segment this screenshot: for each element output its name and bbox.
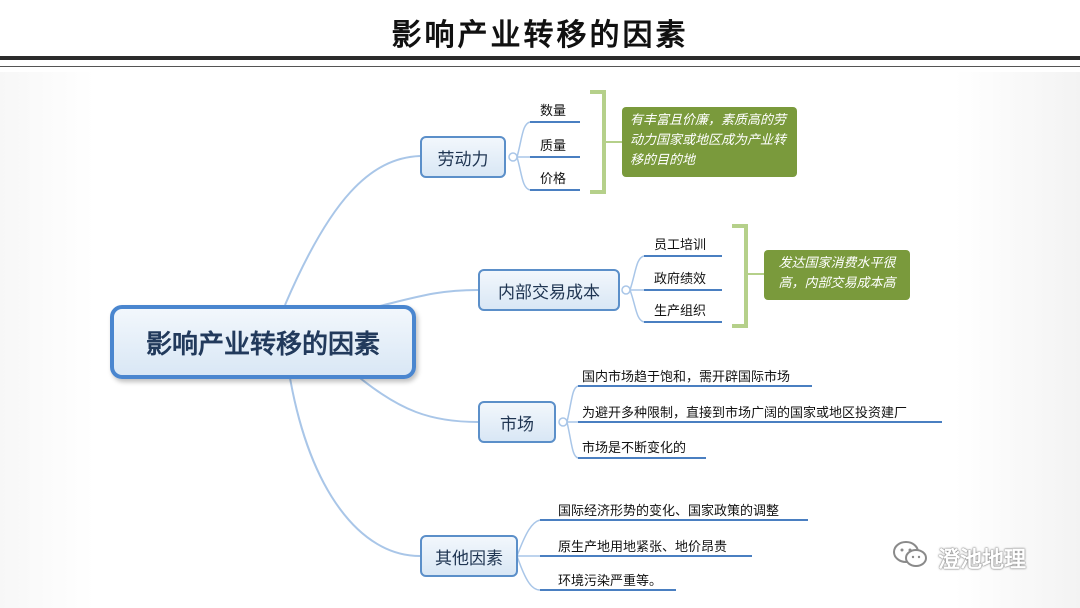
- leaf-market-saturation[interactable]: 国内市场趋于饱和，需开辟国际市场: [582, 370, 791, 385]
- wechat-icon: [892, 540, 928, 576]
- branch-node-labor[interactable]: 劳动力: [420, 136, 506, 178]
- watermark: 澄池地理: [892, 540, 1026, 576]
- leaf-other-pollution[interactable]: 环境污染严重等。: [558, 574, 663, 589]
- leaf-market-invest[interactable]: 为避开多种限制，直接到市场广阔的国家或地区投资建厂: [582, 406, 908, 421]
- expander-labor: [508, 152, 518, 162]
- leaf-market-changing[interactable]: 市场是不断变化的: [582, 441, 687, 456]
- connector-center-market: [359, 377, 479, 423]
- watermark-text: 澄池地理: [938, 548, 1027, 573]
- branch-label-other: 其他因素: [435, 548, 503, 569]
- expander-cost: [621, 285, 631, 295]
- branch-node-transaction-cost[interactable]: 内部交易成本: [478, 269, 620, 311]
- leaf-cost-government[interactable]: 政府绩效: [654, 272, 707, 287]
- title-rule-thin: [0, 66, 1080, 67]
- branch-label-labor: 劳动力: [437, 149, 489, 170]
- leaf-other-land[interactable]: 原生产地用地紧张、地价昂贵: [558, 540, 728, 555]
- leaf-cost-production[interactable]: 生产组织: [654, 304, 707, 319]
- expander-market: [558, 417, 568, 427]
- leaf-other-economy[interactable]: 国际经济形势的变化、国家政策的调整: [558, 504, 780, 519]
- connector-center-labor: [284, 155, 421, 306]
- leaf-labor-quantity[interactable]: 数量: [540, 104, 567, 119]
- connector-center-other: [289, 377, 421, 557]
- left-shade: [0, 72, 95, 608]
- title-rule-thick: [0, 56, 1080, 60]
- branch-label-transaction-cost: 内部交易成本: [498, 282, 600, 303]
- bracket-labor: [590, 90, 606, 194]
- slide-title: 影响产业转移的因素: [391, 18, 689, 53]
- branch-node-other[interactable]: 其他因素: [420, 535, 518, 577]
- right-shade: [955, 72, 1080, 608]
- note-labor[interactable]: 有丰富且价廉，素质高的劳动力国家或地区成为产业转移的目的地: [622, 107, 797, 177]
- leaf-cost-training[interactable]: 员工培训: [654, 238, 707, 253]
- leaf-labor-price[interactable]: 价格: [540, 172, 567, 187]
- central-topic-label: 影响产业转移的因素: [145, 329, 380, 360]
- leaf-labor-quality[interactable]: 质量: [540, 139, 567, 154]
- central-topic-node[interactable]: 影响产业转移的因素: [110, 305, 416, 379]
- branch-label-market: 市场: [500, 414, 534, 435]
- note-cost[interactable]: 发达国家消费水平很高，内部交易成本高: [764, 250, 910, 300]
- bracket-cost: [732, 224, 748, 328]
- connector-center-cost: [379, 289, 479, 307]
- branch-node-market[interactable]: 市场: [478, 401, 556, 443]
